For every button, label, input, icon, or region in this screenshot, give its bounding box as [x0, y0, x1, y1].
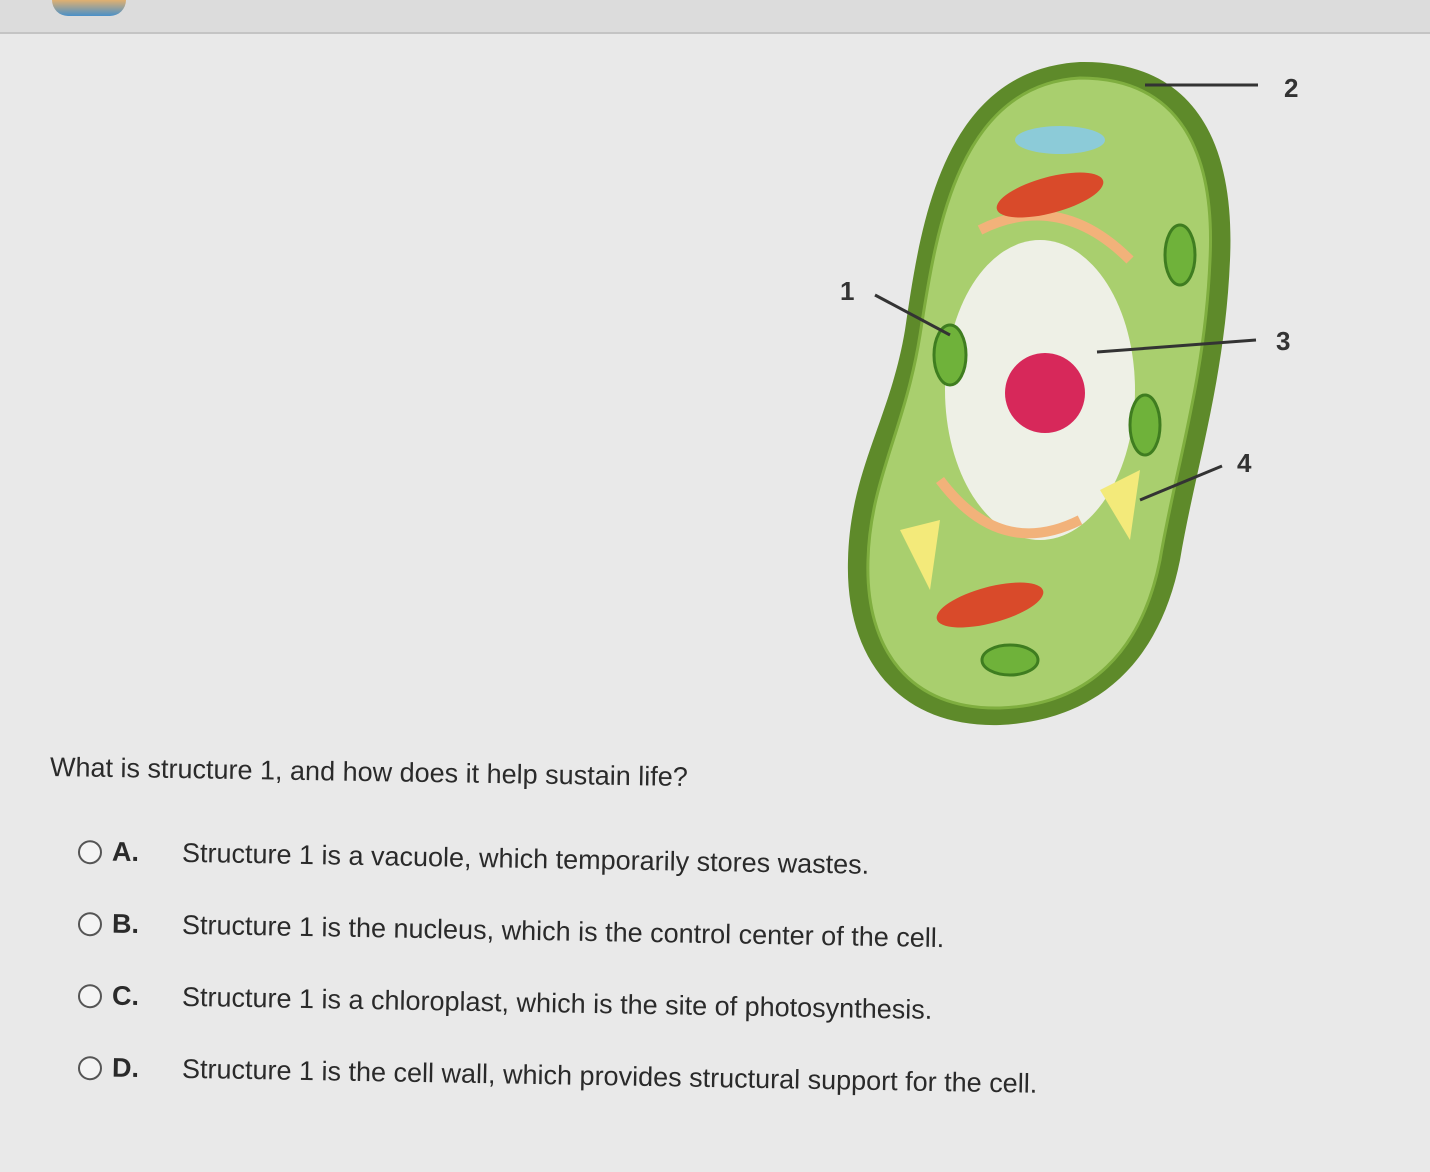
option-text: Structure 1 is the nucleus, which is the…: [181, 909, 945, 954]
radio-d[interactable]: [77, 1055, 103, 1080]
option-letter: B.: [111, 908, 140, 940]
label-4: 4: [1237, 448, 1252, 478]
label-3: 3: [1276, 326, 1290, 356]
chloroplast: [932, 323, 968, 387]
option-letter: D.: [111, 1052, 140, 1084]
option-text: Structure 1 is the cell wall, which prov…: [181, 1053, 1038, 1099]
radio-c[interactable]: [77, 983, 103, 1008]
question-text: What is structure 1, and how does it hel…: [49, 752, 689, 793]
radio-b[interactable]: [77, 911, 103, 936]
nucleus: [1005, 353, 1085, 433]
option-letter: A.: [111, 836, 140, 868]
option-a[interactable]: A. Structure 1 is a vacuole, which tempo…: [77, 836, 870, 881]
radio-a[interactable]: [77, 839, 103, 864]
label-1: 1: [840, 276, 854, 306]
option-c[interactable]: C. Structure 1 is a chloroplast, which i…: [77, 980, 933, 1026]
label-2: 2: [1284, 73, 1298, 103]
option-letter: C.: [111, 980, 140, 1012]
logo-icon: [52, 0, 126, 16]
option-b[interactable]: B. Structure 1 is the nucleus, which is …: [77, 908, 945, 954]
top-bar: [0, 0, 1430, 34]
option-text: Structure 1 is a vacuole, which temporar…: [181, 837, 870, 880]
option-d[interactable]: D. Structure 1 is the cell wall, which p…: [77, 1052, 1038, 1100]
option-text: Structure 1 is a chloroplast, which is t…: [181, 981, 933, 1025]
plant-cell-diagram: 1 2 3 4: [840, 61, 1298, 726]
